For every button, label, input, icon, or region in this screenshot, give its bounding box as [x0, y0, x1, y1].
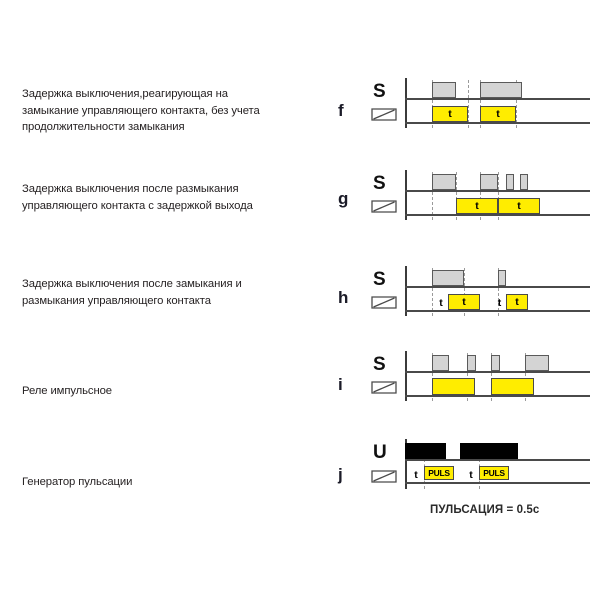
- plot-axis: [405, 78, 407, 128]
- input-pulse: [432, 270, 464, 286]
- waveform-plot-g: t t: [405, 170, 590, 222]
- signal-label-u: U: [373, 442, 387, 463]
- output-block: PULS: [424, 466, 454, 480]
- function-letter-g: g: [338, 189, 349, 208]
- input-pulse: [432, 82, 456, 98]
- signal-label-s: S: [373, 81, 386, 102]
- plot-axis: [405, 351, 407, 401]
- grid-dash: [456, 172, 457, 220]
- output-block: t: [506, 294, 528, 310]
- plot-axis: [405, 170, 407, 220]
- function-description-f: Задержка выключения,реагирующая на замык…: [22, 86, 332, 136]
- pulsation-caption: ПУЛЬСАЦИЯ = 0.5c: [430, 504, 540, 516]
- function-letter-h: h: [338, 288, 349, 307]
- switch-contact-icon: [371, 108, 397, 121]
- input-pulse: [491, 355, 500, 371]
- grid-dash: [432, 268, 433, 316]
- function-letter-f: f: [338, 101, 344, 120]
- description-line: Генератор пульсации: [22, 476, 133, 488]
- input-baseline: [405, 190, 590, 192]
- switch-contact-icon: [371, 381, 397, 394]
- signal-label-s: S: [373, 173, 386, 194]
- output-baseline: [405, 122, 590, 124]
- description-line: размыкания управляющего контакта: [22, 294, 211, 307]
- output-block: t: [480, 106, 516, 122]
- switch-contact-icon: [371, 470, 397, 483]
- input-pulse: [506, 174, 514, 190]
- grid-dash: [498, 172, 499, 220]
- plot-axis: [405, 266, 407, 316]
- description-line: Реле импульсное: [22, 385, 112, 397]
- description-line: замыкание управляющего контакта, без уче…: [22, 104, 260, 117]
- input-pulse: [432, 355, 449, 371]
- function-letter-j: j: [338, 465, 343, 484]
- input-pulse: [405, 443, 446, 459]
- output-baseline: [405, 482, 590, 484]
- description-line: Задержка выключения,реагирующая на: [22, 88, 228, 100]
- grid-dash: [464, 268, 465, 316]
- description-line: управляющего контакта с задержкой выхода: [22, 199, 253, 212]
- waveform-plot-h: t t t t: [405, 266, 590, 318]
- input-pulse: [525, 355, 549, 371]
- grid-dash: [432, 80, 433, 128]
- description-line: Задержка выключения после размыкания: [22, 183, 239, 195]
- input-baseline: [405, 98, 590, 100]
- function-description-j: Генератор пульсации: [22, 474, 332, 491]
- input-pulse: [480, 174, 498, 190]
- output-block: [432, 378, 475, 395]
- function-description-h: Задержка выключения после замыкания и ра…: [22, 276, 332, 309]
- grid-dash: [525, 353, 526, 401]
- output-block: t: [448, 294, 480, 310]
- description-line: продолжительности замыкания: [22, 121, 185, 133]
- output-baseline: [405, 310, 590, 312]
- plot-axis: [405, 439, 407, 489]
- grid-dash: [498, 268, 499, 316]
- grid-dash: [467, 353, 468, 401]
- output-time-mark: t: [469, 469, 473, 481]
- input-pulse: [480, 82, 522, 98]
- grid-dash: [480, 80, 481, 128]
- signal-label-s: S: [373, 269, 386, 290]
- function-description-i: Реле импульсное: [22, 383, 332, 400]
- switch-contact-icon: [371, 296, 397, 309]
- grid-dash: [516, 80, 517, 128]
- output-baseline: [405, 214, 590, 216]
- input-pulse: [498, 270, 506, 286]
- grid-dash: [480, 172, 481, 220]
- input-baseline: [405, 459, 590, 461]
- input-pulse: [432, 174, 456, 190]
- input-baseline: [405, 286, 590, 288]
- grid-dash: [491, 353, 492, 401]
- output-baseline: [405, 395, 590, 397]
- description-line: Задержка выключения после замыкания и: [22, 278, 242, 290]
- grid-dash: [432, 172, 433, 220]
- input-pulse: [467, 355, 476, 371]
- function-description-g: Задержка выключения после размыкания упр…: [22, 181, 332, 214]
- input-pulse: [460, 443, 518, 459]
- function-letter-i: i: [338, 375, 343, 394]
- output-block: t: [432, 106, 468, 122]
- output-block: [491, 378, 534, 395]
- switch-contact-icon: [371, 200, 397, 213]
- output-time-mark: t: [414, 469, 418, 481]
- waveform-plot-j: t PULS t PULS: [405, 439, 590, 491]
- output-block: t: [456, 198, 498, 214]
- signal-label-s: S: [373, 354, 386, 375]
- output-time-mark: t: [439, 297, 443, 309]
- input-baseline: [405, 371, 590, 373]
- output-block: PULS: [479, 466, 509, 480]
- grid-dash: [468, 80, 469, 128]
- output-time-mark: t: [497, 297, 502, 309]
- grid-dash: [432, 353, 433, 401]
- output-block: t: [498, 198, 540, 214]
- waveform-plot-i: [405, 351, 590, 403]
- input-pulse: [520, 174, 528, 190]
- waveform-plot-f: t t: [405, 78, 590, 130]
